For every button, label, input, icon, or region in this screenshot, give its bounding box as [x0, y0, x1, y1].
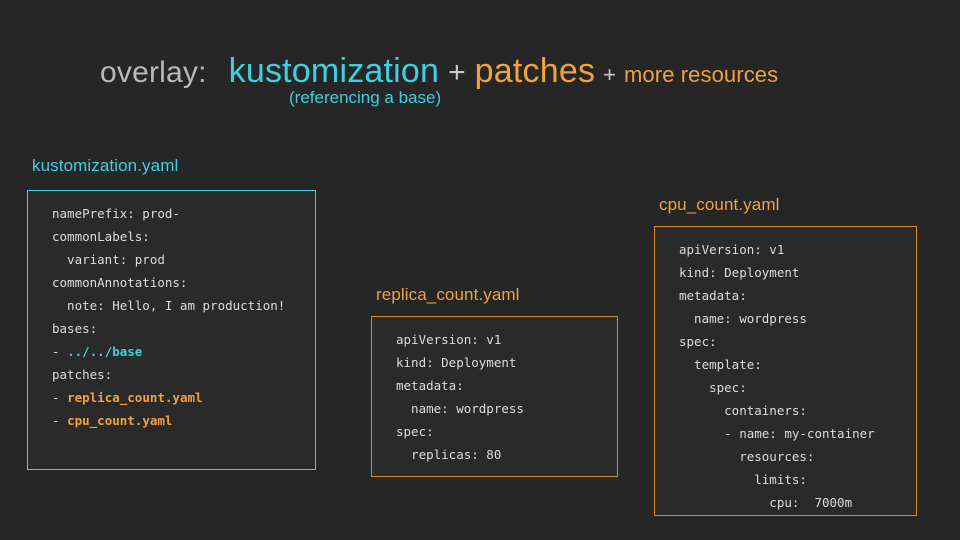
code-line: variant: prod	[52, 248, 285, 271]
code-line: spec:	[396, 420, 524, 443]
code-token-plain: kind: Deployment	[679, 265, 800, 280]
code-token-orange: replica_count.yaml	[67, 390, 203, 405]
code-line: namePrefix: prod-	[52, 202, 285, 225]
heading-term-kustomization: kustomization	[228, 52, 440, 90]
code-token-orange: cpu_count.yaml	[67, 413, 173, 428]
heading-plus-second: +	[603, 62, 616, 87]
code-line: spec:	[679, 376, 875, 399]
heading-term-more-resources: more resources	[624, 62, 779, 87]
code-line: resources:	[679, 445, 875, 468]
code-line: patches:	[52, 363, 285, 386]
code-token-plain: template:	[679, 357, 762, 372]
code-token-plain: replicas: 80	[396, 447, 502, 462]
code-token-plain: resources:	[679, 449, 815, 464]
code-token-plain: -	[52, 390, 68, 405]
code-line: commonAnnotations:	[52, 271, 285, 294]
code-line: - replica_count.yaml	[52, 386, 285, 409]
code-token-plain: spec:	[679, 334, 717, 349]
code-token-plain: metadata:	[679, 288, 747, 303]
code-token-plain: name: wordpress	[396, 401, 524, 416]
code-line: replicas: 80	[396, 443, 524, 466]
file-card-title: cpu_count.yaml	[659, 195, 780, 214]
code-token-plain: note: Hello, I am production!	[52, 298, 286, 313]
code-line: apiVersion: v1	[679, 238, 875, 261]
code-line: cpu: 7000m	[679, 491, 875, 514]
code-token-plain: -	[52, 344, 68, 359]
code-token-plain: limits:	[679, 472, 807, 487]
code-token-plain: containers:	[679, 403, 807, 418]
code-token-plain: apiVersion: v1	[679, 242, 785, 257]
code-token-plain: commonLabels:	[52, 229, 150, 244]
file-card-replica-count: replica_count.yaml apiVersion: v1 kind: D…	[371, 285, 631, 485]
file-card-title: kustomization.yaml	[32, 156, 179, 175]
code-line: commonLabels:	[52, 225, 285, 248]
file-card-kustomization: kustomization.yaml namePrefix: prod-comm…	[27, 156, 327, 476]
heading-term-patches: patches	[474, 52, 596, 90]
code-token-plain: variant: prod	[52, 252, 165, 267]
code-line: kind: Deployment	[396, 351, 524, 374]
code-token-plain: -	[52, 413, 68, 428]
code-line: containers:	[679, 399, 875, 422]
file-card-title: replica_count.yaml	[376, 285, 520, 304]
code-lines: namePrefix: prod-commonLabels: variant: …	[52, 202, 285, 432]
file-card-cpu-count: cpu_count.yaml apiVersion: v1 kind: Deplo…	[654, 195, 929, 525]
code-line: limits:	[679, 468, 875, 491]
code-box: namePrefix: prod-commonLabels: variant: …	[27, 190, 316, 470]
code-token-plain: patches:	[52, 367, 113, 382]
code-line: note: Hello, I am production!	[52, 294, 285, 317]
code-line: - cpu_count.yaml	[52, 409, 285, 432]
code-line: apiVersion: v1	[396, 328, 524, 351]
code-token-cyan: ../../base	[67, 344, 143, 359]
code-token-plain: - name: my-container	[679, 426, 875, 441]
code-line: kind: Deployment	[679, 261, 875, 284]
code-line: metadata:	[679, 284, 875, 307]
heading-subtitle: (referencing a base)	[289, 88, 442, 107]
code-token-plain: namePrefix: prod-	[52, 206, 180, 221]
code-line: metadata:	[396, 374, 524, 397]
code-token-plain: metadata:	[396, 378, 464, 393]
code-line: name: wordpress	[679, 307, 875, 330]
code-line: - ../../base	[52, 340, 285, 363]
code-token-plain: commonAnnotations:	[52, 275, 188, 290]
code-token-plain: spec:	[396, 424, 434, 439]
heading-overlay-label: overlay:	[100, 56, 207, 89]
code-line: - name: my-container	[679, 422, 875, 445]
code-line: bases:	[52, 317, 285, 340]
code-line: spec:	[679, 330, 875, 353]
code-line: name: wordpress	[396, 397, 524, 420]
heading-plus-first: +	[448, 56, 466, 89]
code-line: template:	[679, 353, 875, 376]
code-token-plain: name: wordpress	[679, 311, 807, 326]
slide-heading: overlay: kustomization + patches + more …	[100, 52, 778, 91]
code-token-plain: bases:	[52, 321, 98, 336]
code-token-plain: kind: Deployment	[396, 355, 517, 370]
code-token-plain: cpu: 7000m	[679, 495, 853, 510]
code-token-plain: apiVersion: v1	[396, 332, 502, 347]
code-token-plain: spec:	[679, 380, 747, 395]
